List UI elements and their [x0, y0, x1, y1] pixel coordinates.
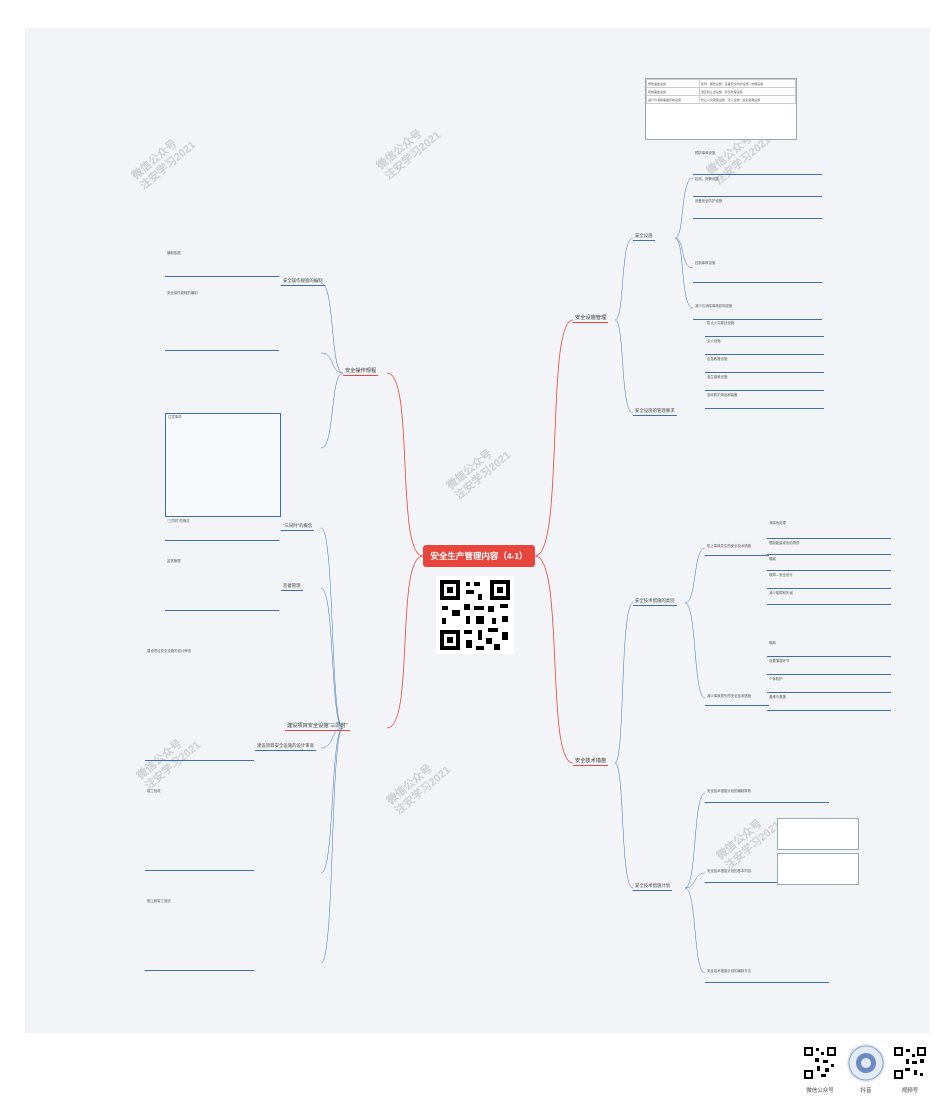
qr-icon [894, 1047, 926, 1079]
leaf-three-supervision[interactable]: 监督管理 [165, 558, 279, 611]
node-three-concept[interactable]: “三同时”的概念 [281, 523, 315, 531]
branch-three-simultaneous[interactable]: 建设项目安全设施“三同时” [285, 723, 350, 731]
mindmap-canvas: 微信公众号注安学习2021 微信公众号注安学习2021 微信公众号注安学习202… [25, 28, 930, 1033]
wechat-qr [803, 1046, 837, 1080]
leaf-tech-prevent[interactable]: 防止事故发生的安全技术措施 [705, 543, 769, 556]
leaf-ppe: 劳动防护用品和装备 [705, 392, 824, 409]
node-safety-facility[interactable]: 安全设施 [633, 233, 655, 241]
video-qr [893, 1046, 927, 1080]
branch-safety-tech-measures[interactable]: 安全技术措施 [573, 758, 609, 766]
leaf-fire: 防止火灾蔓延设施 [705, 320, 824, 337]
leaf-tech-reduce[interactable]: 减少事故损失的安全技术措施 [705, 693, 769, 706]
node-tech-plan[interactable]: 安全技术措施计划 [633, 883, 673, 891]
branch-safety-facilities[interactable]: 安全设施管理 [573, 315, 609, 323]
plan-form-2 [777, 853, 859, 885]
node-facility-management[interactable]: 安全设施的管理要求 [633, 408, 677, 416]
leaf-isolate-2: 隔离 [767, 640, 891, 657]
leaf-weak-link: 设置薄弱环节 [767, 658, 891, 675]
node-tech-category[interactable]: 安全技术措施的类别 [633, 598, 677, 606]
qr-icon [804, 1047, 836, 1079]
leaf-three-concept[interactable]: “三同时”的概念 [165, 518, 279, 541]
facility-table: 预防事故设施检测、报警设施 · 设备安全防护设施 · 防爆设施 控制事故设施泄压… [645, 78, 797, 140]
plan-form-1 [777, 818, 859, 850]
leaf-device: 设备安全防护设施 [693, 198, 822, 219]
leaf-eliminate: 消除危险源 [767, 520, 891, 539]
leaf-reduce-fault: 减少故障和失误 [767, 590, 891, 605]
leaf-three-acceptance[interactable]: 竣工验收 [145, 788, 254, 871]
node-rules-compile[interactable]: 安全操作规程的编制 [281, 278, 325, 286]
branch-operating-rules[interactable]: 安全操作规程 [343, 368, 379, 376]
leaf-escape: 逃生避难设施 [705, 374, 824, 391]
label-wechat: 微信公众号 [806, 1088, 834, 1094]
leaf-failsafe: 故障—安全设计 [767, 572, 891, 589]
qr-icon [440, 580, 510, 650]
leaf-plan-principle[interactable]: 安全技术措施计划的编制原则 [705, 788, 829, 803]
leaf-rescue: 避难与救援 [767, 694, 891, 711]
leaf-rules-compile[interactable]: 安全操作规程的编制 [165, 290, 279, 351]
leaf-rules-notes[interactable]: 注意事项 [165, 413, 281, 517]
leaf-three-construction[interactable]: 施工和竣工验收 [145, 898, 254, 971]
douyin-icon [848, 1045, 884, 1081]
leaf-extinguish: 灭火设施 [705, 338, 824, 355]
label-douyin: 抖音 [860, 1088, 872, 1094]
leaf-prevent[interactable]: 预防事故设施 [693, 150, 822, 175]
leaf-isolate: 隔离 [767, 556, 891, 571]
connector-lines [320, 177, 706, 974]
leaf-three-design[interactable]: 建设项目安全设施的设计审查 [145, 648, 254, 761]
douyin-logo [847, 1044, 885, 1082]
central-topic[interactable]: 安全生产管理内容（4-1） [423, 545, 535, 567]
leaf-rules-basis[interactable]: 编制依据 [165, 250, 279, 277]
qr-code [436, 576, 514, 654]
leaf-reduce[interactable]: 减少与消除事故影响设施 [693, 303, 822, 320]
leaf-plan-content[interactable]: 安全技术措施计划的基本内容 [705, 868, 829, 883]
leaf-personal-protect: 个体防护 [767, 676, 891, 693]
leaf-control[interactable]: 控制事故设施 [693, 260, 822, 283]
leaf-limit: 限制能量或危险物质 [767, 540, 891, 555]
label-video: 视频号 [901, 1088, 919, 1094]
node-design-review[interactable]: 建设项目安全设施的设计审查 [255, 743, 317, 751]
leaf-plan-method[interactable]: 安全技术措施计划的编制方法 [705, 968, 829, 983]
leaf-detect: 检测、报警设施 [693, 176, 822, 197]
leaf-emergency: 应急救援设施 [705, 356, 824, 373]
node-supervision[interactable]: 监督管理 [281, 583, 303, 591]
